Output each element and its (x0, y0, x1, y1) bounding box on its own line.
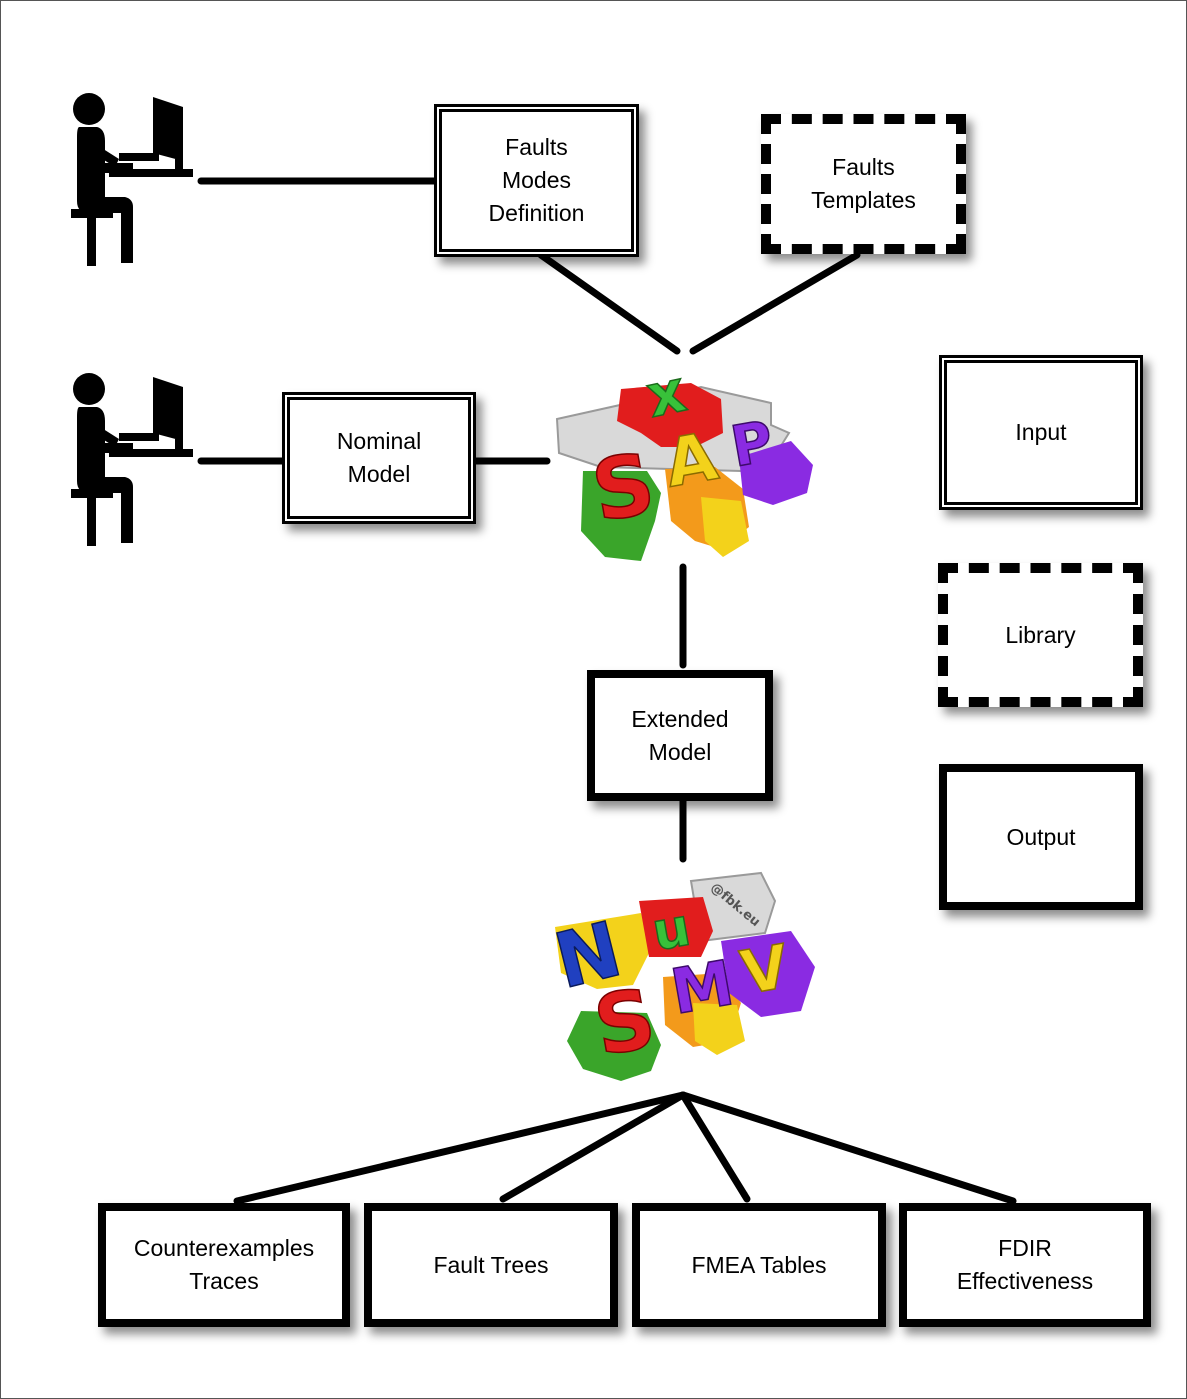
fdir-effectiveness-box: FDIR Effectiveness (899, 1203, 1151, 1327)
legend-library-box: Library (938, 563, 1143, 707)
arrow-fault-modes-to-xsap (537, 251, 681, 355)
legend-output-box: Output (939, 764, 1143, 910)
fdir-effectiveness-label: FDIR Effectiveness (956, 1235, 1094, 1294)
arrow-nusmv-to-fdir (679, 1091, 1017, 1205)
arrow-nusmv-to-fmea (679, 1091, 751, 1203)
nominal-model-box: Nominal Model (282, 392, 476, 524)
faults-modes-definition-box: Faults Modes Definition (434, 104, 639, 257)
faults-modes-definition-label: Faults Modes Definition (488, 134, 585, 226)
puzzle-piece-red (617, 383, 723, 447)
legend-output-label: Output (1006, 823, 1076, 850)
nusmv-letter-m: M (666, 946, 739, 1029)
arrow-templates-to-xsap (689, 251, 861, 355)
xsap-logo: x S A P (555, 356, 813, 561)
fmea-tables-label: FMEA Tables (691, 1251, 827, 1278)
user-at-computer-icon (71, 373, 193, 546)
puzzle-piece-yellow (555, 913, 651, 989)
counterexamples-traces-box: Counterexamples Traces (98, 1203, 350, 1327)
legend-library-label: Library (1005, 621, 1076, 648)
nusmv-logo: @fbk.eu N u S M V (546, 871, 815, 1081)
puzzle-piece-yellow (693, 1003, 745, 1055)
faults-templates-label: Faults Templates (811, 154, 916, 213)
puzzle-piece-red (639, 897, 713, 957)
counterexamples-traces-label: Counterexamples Traces (133, 1235, 315, 1294)
faults-templates-box: Faults Templates (761, 114, 966, 254)
puzzle-piece-purple (721, 931, 815, 1017)
puzzle-piece-green (581, 471, 661, 561)
legend-input-box: Input (939, 355, 1143, 510)
puzzle-piece-purple (739, 441, 813, 505)
extended-model-label: Extended Model (631, 705, 729, 765)
fault-trees-box: Fault Trees (364, 1203, 618, 1327)
nominal-model-label: Nominal Model (336, 428, 422, 487)
puzzle-piece-green (567, 1011, 661, 1081)
arrow-nusmv-to-counterexamples (233, 1091, 687, 1205)
puzzle-piece-yellow (701, 497, 749, 557)
fmea-tables-box: FMEA Tables (632, 1203, 886, 1327)
fault-trees-label: Fault Trees (433, 1251, 549, 1278)
arrow-nusmv-to-fault-trees (499, 1091, 687, 1203)
user-at-computer-icon (71, 93, 193, 266)
legend-input-label: Input (1015, 419, 1067, 445)
extended-model-box: Extended Model (587, 670, 773, 801)
